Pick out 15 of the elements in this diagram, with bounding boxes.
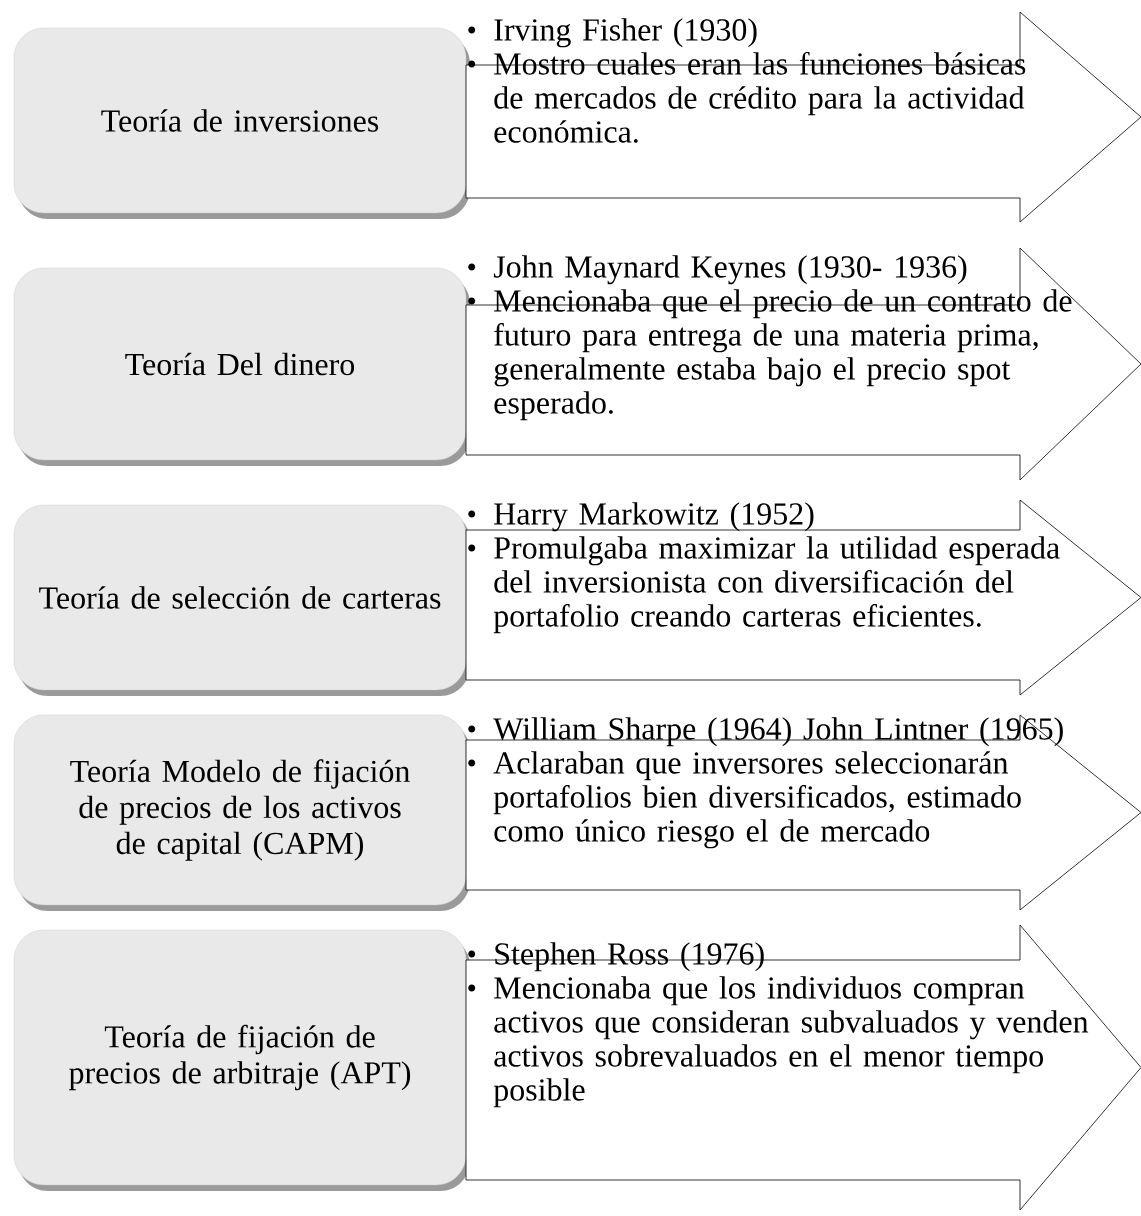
node-label: Irving Fisher (1930) (494, 18, 757, 48)
node-label: Mostro cuales eran las funciones básicas de mercados de crédito para la actividad económica. (494, 51, 1026, 143)
rounded-box: Teoría Del dinero (13, 267, 470, 466)
rounded-box: Teoría de fijación de precios de arbitraje (APT) (13, 929, 470, 1191)
node-label: John Maynard Keynes (1930- 1936) (493, 255, 967, 285)
rounded-box: Teoría de inversiones (13, 27, 470, 219)
rounded-box: Teoría Modelo de fijación de precios de los activos de capital (CAPM) (13, 714, 470, 911)
node-label: Promulgaba maximizar la utilidad esperada del inversionista con diversificación del portafolio creando carteras eficientes. (493, 536, 1060, 634)
node-label: Stephen Ross (1976) (495, 942, 764, 972)
rounded-box: Teoría de selección de carteras (13, 504, 470, 696)
node-label: Mencionaba que los individuos compran activos que consideran subvaluados y venden activos sobrevaluados en el menor tiempo posible (493, 976, 1089, 1108)
node-label: Mencionaba que el precio de un contrato de futuro para entrega de una materia prima, generalmente estaba bajo el precio spot esperado. (494, 289, 1072, 421)
node-label: Harry Markowitz (1952) (494, 502, 814, 532)
node-label: Aclaraban que inversores seleccionarán portafolios bien diversificados, estimado como único riesgo el de mercado (493, 751, 1021, 849)
node-label: William Sharpe (1964) John Lintner (1965) (493, 717, 1063, 747)
